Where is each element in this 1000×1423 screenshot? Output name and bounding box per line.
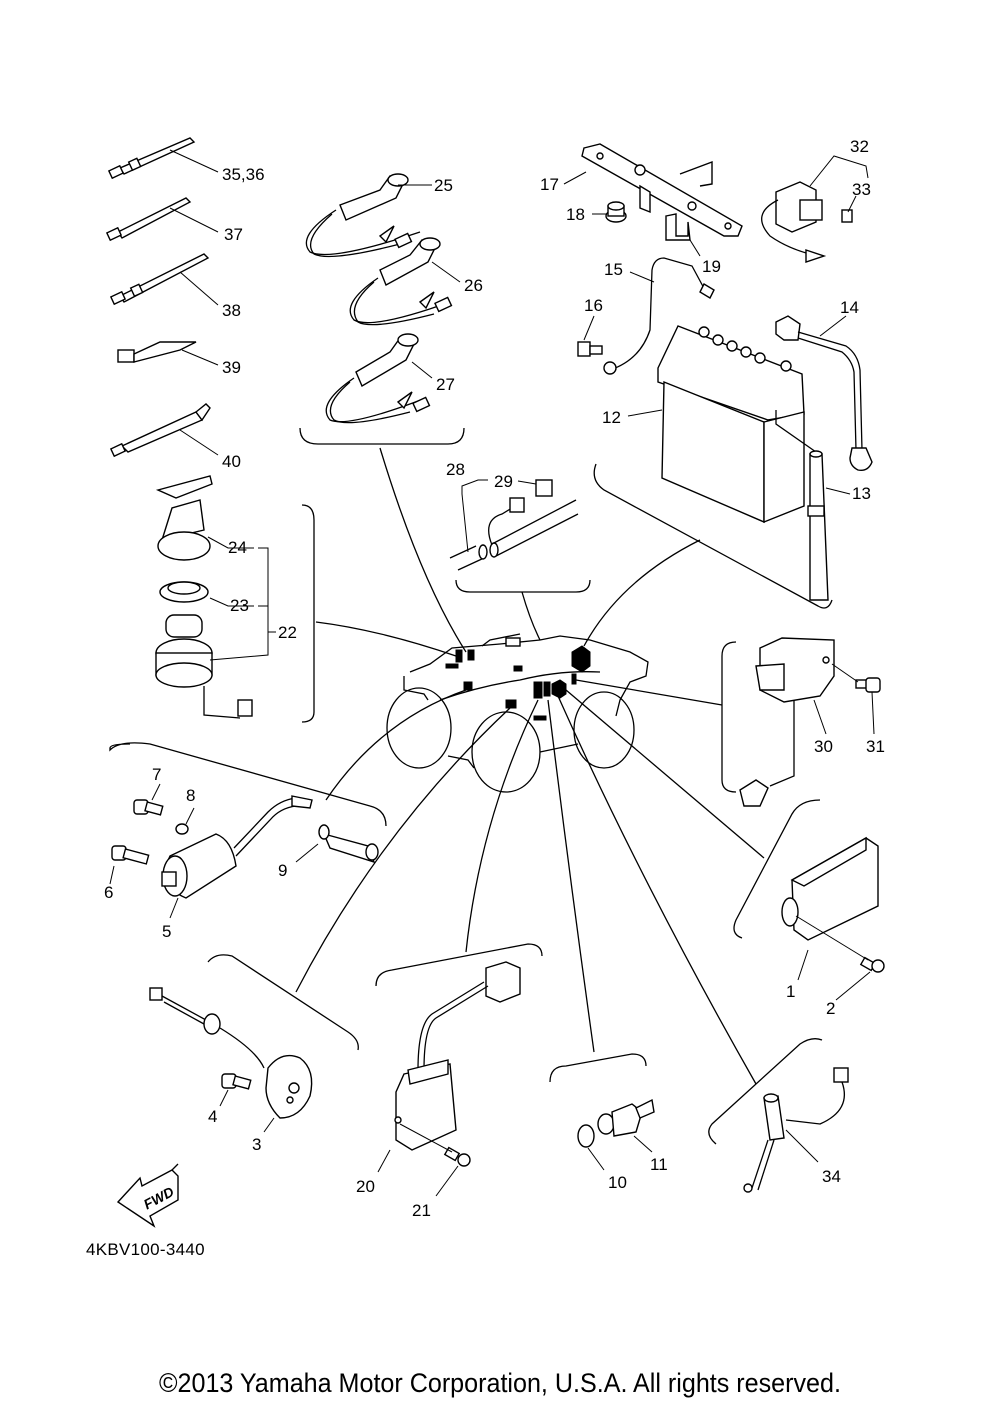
plug-cap-27[interactable]	[325, 333, 431, 424]
plug-cap-9[interactable]	[318, 824, 379, 864]
bolt-16[interactable]	[577, 341, 603, 357]
callout-5: 5	[162, 922, 171, 941]
leader-rectifier	[465, 699, 539, 953]
rectifier-regulator-20[interactable]	[394, 961, 521, 1151]
callout-31: 31	[866, 737, 885, 756]
main-switch-assembly[interactable]	[155, 475, 253, 719]
callout-9: 9	[278, 861, 287, 880]
coupler-29[interactable]	[535, 479, 553, 497]
callout-3: 3	[252, 1135, 261, 1154]
callout-23: 23	[230, 596, 249, 615]
drawing-code: 4KBV100-3440	[86, 1240, 205, 1259]
neutral-switch-34[interactable]	[743, 1067, 849, 1193]
leader-pickup-coil	[295, 707, 511, 993]
wire-harness-28[interactable]	[449, 497, 579, 571]
callout-8: 8	[186, 786, 195, 805]
cable-tie-37[interactable]	[105, 197, 219, 242]
screw-2[interactable]	[859, 956, 885, 973]
forward-direction-arrow: FWD	[116, 1163, 179, 1228]
callout-40: 40	[222, 452, 241, 471]
copyright-notice: ©2013 Yamaha Motor Corporation, U.S.A. A…	[159, 1368, 841, 1398]
callout-22: 22	[278, 623, 297, 642]
callout-37: 37	[224, 225, 243, 244]
callout-2: 2	[826, 999, 835, 1018]
callout-25: 25	[434, 176, 453, 195]
callout-13: 13	[852, 484, 871, 503]
leader-plug-caps	[379, 447, 467, 653]
callout-29: 29	[494, 472, 513, 491]
callout-16: 16	[584, 296, 603, 315]
leader-neutral-switch	[557, 695, 757, 1085]
bolt-31[interactable]	[855, 677, 881, 693]
gasket-10[interactable]	[577, 1124, 595, 1148]
ignition-coil-5[interactable]	[161, 795, 313, 899]
callout-10: 10	[608, 1173, 627, 1192]
pickup-coil-3[interactable]	[149, 987, 313, 1119]
callout-34: 34	[822, 1167, 841, 1186]
callout-24: 24	[228, 538, 247, 557]
callout-12: 12	[602, 408, 621, 427]
callout-33: 33	[852, 180, 871, 199]
callout-27: 27	[436, 375, 455, 394]
grommet-18[interactable]	[605, 201, 627, 223]
cable-tie-38[interactable]	[109, 253, 219, 306]
parts-diagram: 35,36 37 38 39 40	[104, 137, 885, 1228]
negative-lead-15[interactable]	[603, 257, 715, 375]
plug-cap-26[interactable]	[349, 237, 453, 326]
leader-harness	[521, 591, 541, 641]
callout-39: 39	[222, 358, 241, 377]
breather-hose-13[interactable]	[775, 410, 829, 601]
band-40[interactable]	[109, 403, 219, 458]
atv-silhouette	[386, 633, 649, 793]
relay-30[interactable]	[739, 637, 835, 807]
bolt-4[interactable]	[221, 1073, 252, 1090]
callout-35-36: 35,36	[222, 165, 265, 184]
callout-15: 15	[604, 260, 623, 279]
callout-11: 11	[650, 1155, 668, 1174]
callout-4: 4	[208, 1107, 217, 1126]
callout-6: 6	[104, 883, 113, 902]
callout-14: 14	[840, 298, 859, 317]
leader-main-switch	[315, 621, 457, 657]
callout-1: 1	[786, 982, 795, 1001]
screw-21[interactable]	[443, 1146, 471, 1167]
callout-7: 7	[152, 765, 161, 784]
bracket-19[interactable]	[665, 213, 691, 241]
leader-thermo-unit	[547, 699, 595, 1053]
battery-12[interactable]	[657, 325, 805, 524]
starter-relay-32[interactable]	[761, 181, 827, 263]
cable-tie-35-36[interactable]	[107, 137, 219, 180]
washer-8[interactable]	[175, 823, 189, 835]
callout-17: 17	[540, 175, 559, 194]
leader-ignition-coil	[325, 689, 467, 801]
cdi-unit-1[interactable]	[781, 836, 879, 941]
bolt-7[interactable]	[133, 799, 164, 816]
callout-26: 26	[464, 276, 483, 295]
callout-30: 30	[814, 737, 833, 756]
callout-19: 19	[702, 257, 721, 276]
fuse-33[interactable]	[841, 209, 853, 223]
bolt-6[interactable]	[111, 845, 150, 865]
positive-lead-14[interactable]	[775, 315, 873, 472]
plug-cap-25[interactable]	[305, 173, 421, 258]
callout-18: 18	[566, 205, 585, 224]
thermo-unit-11[interactable]	[597, 1098, 655, 1137]
bracket-17[interactable]	[581, 143, 743, 237]
callout-32: 32	[850, 137, 869, 156]
leader-fuse-box	[575, 679, 723, 706]
cable-clamp-39[interactable]	[117, 341, 219, 366]
callout-28: 28	[446, 460, 465, 479]
callout-20: 20	[356, 1177, 375, 1196]
callout-21: 21	[412, 1201, 431, 1220]
leader-cdi	[565, 689, 765, 859]
leader-battery	[583, 539, 701, 647]
callout-38: 38	[222, 301, 241, 320]
